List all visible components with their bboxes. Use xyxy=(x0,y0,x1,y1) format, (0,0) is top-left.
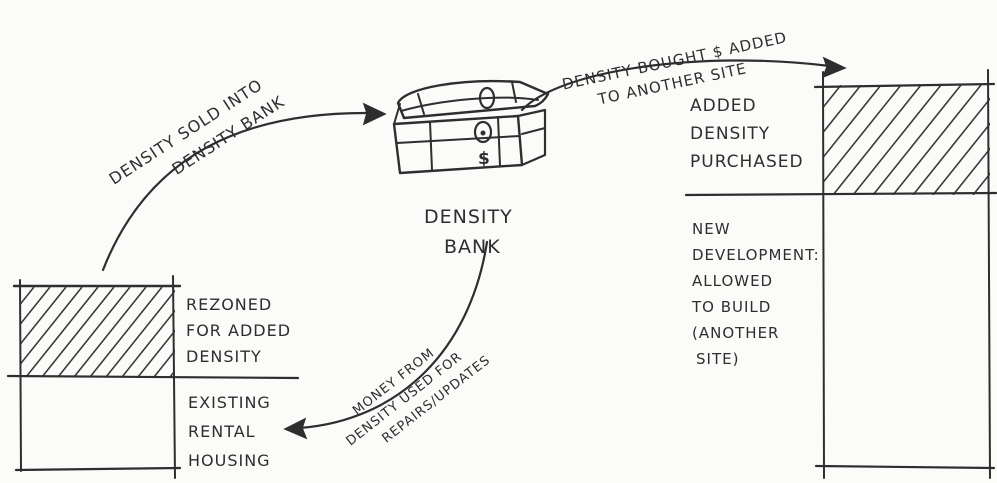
treasure-chest-icon: $ xyxy=(394,81,548,173)
hatch-line xyxy=(833,85,921,195)
hatch-line xyxy=(893,85,981,195)
hatch-line xyxy=(953,85,997,195)
hatch-line xyxy=(873,85,961,195)
hatch-line xyxy=(90,287,162,377)
hatch-line xyxy=(0,287,2,377)
hatch-line xyxy=(0,287,50,377)
hatch-line xyxy=(0,287,18,377)
hatch-line xyxy=(993,85,997,195)
hatch-line xyxy=(26,287,98,377)
right-new-development-label: NEW DEVELOPMENT: ALLOWED TO BUILD (ANOTH… xyxy=(692,216,820,372)
hatch-line xyxy=(42,287,114,377)
hatch-line xyxy=(813,85,901,195)
hatch-line xyxy=(74,287,146,377)
right-purchased-label: ADDED DENSITY PURCHASED xyxy=(690,92,804,176)
left-existing-label: EXISTING RENTAL HOUSING xyxy=(188,388,271,475)
hatch-line xyxy=(122,287,194,377)
hatch-line xyxy=(913,85,997,195)
left-rezoned-label: REZONED FOR ADDED DENSITY xyxy=(186,292,291,370)
hatch-line xyxy=(58,287,130,377)
hatch-line xyxy=(106,287,178,377)
hatch-line xyxy=(793,85,881,195)
hatch-line xyxy=(0,287,66,377)
hatch-line xyxy=(0,287,34,377)
density-bank-label: DENSITY BANK xyxy=(424,202,513,262)
chest-dollar-symbol: $ xyxy=(478,149,490,169)
hatch-line xyxy=(853,85,941,195)
